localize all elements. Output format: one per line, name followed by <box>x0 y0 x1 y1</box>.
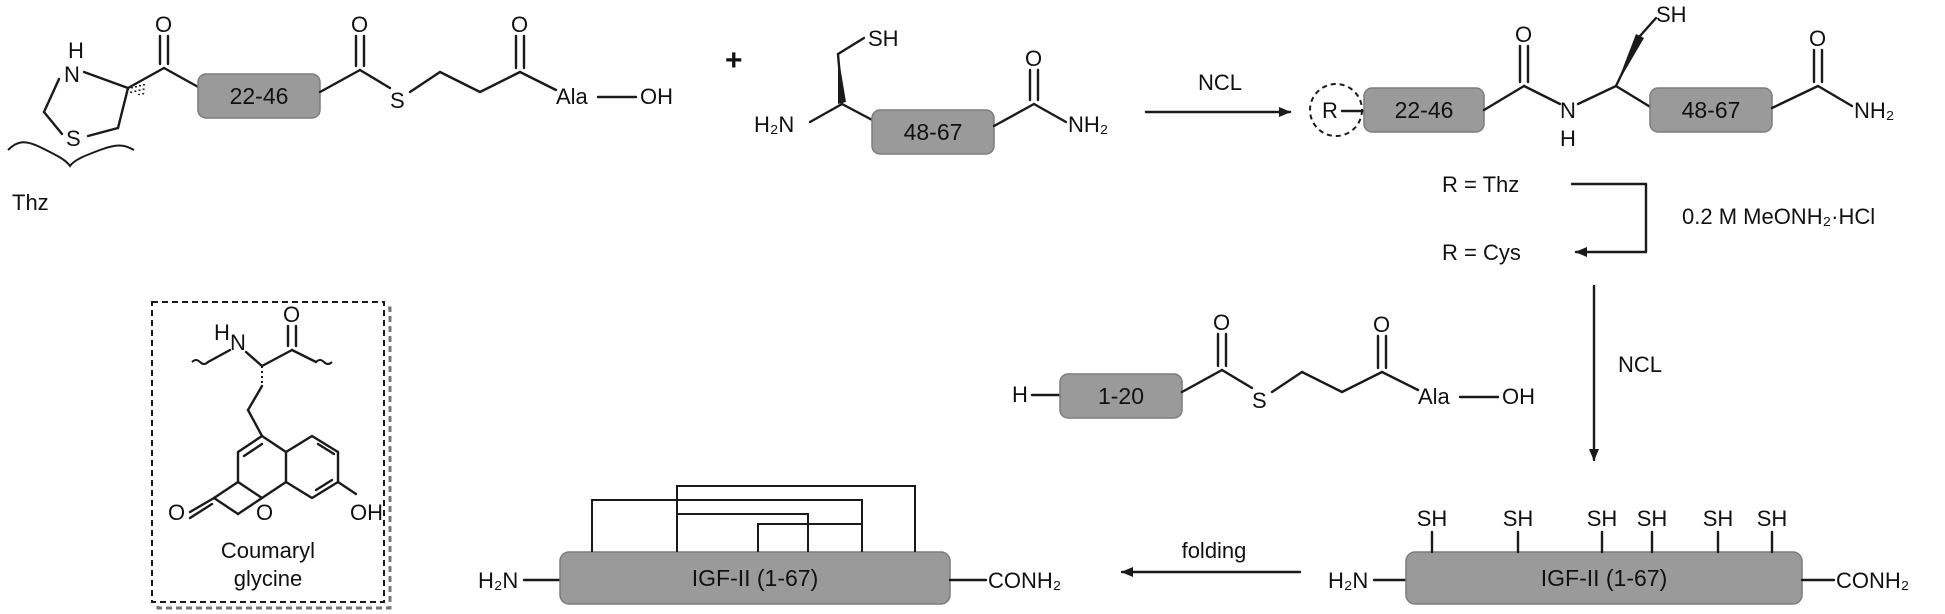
product-amide-h: H <box>1560 126 1576 151</box>
plus-sign: + <box>725 44 743 77</box>
coumaryl-ring-o: O <box>256 500 273 525</box>
r-group-label: R <box>1322 98 1338 123</box>
thz-label: Thz <box>12 190 49 215</box>
product-sh: SH <box>1656 2 1687 27</box>
thz-ring-s: S <box>66 126 81 151</box>
methoxyamine-reagent: 0.2 M MeONH₂·HCl <box>1682 204 1875 229</box>
product-22-46-label: 22-46 <box>1395 97 1454 123</box>
fragment-1-20-h: H <box>1012 382 1028 407</box>
ligation-product: R 22-46 O N H SH 48-67 O NH₂ <box>1309 2 1894 151</box>
fragment-1-20-o2: O <box>1373 312 1390 337</box>
cys-sh: SH <box>868 26 899 51</box>
product-amide-o: O <box>1515 22 1532 47</box>
fragment-1-20-oh: OH <box>1502 384 1535 409</box>
sh-label-3: SH <box>1587 506 1618 531</box>
product-nh2: NH₂ <box>1854 98 1894 123</box>
cys-peptide-fragment: SH H₂N 48-67 O NH₂ <box>754 26 1108 155</box>
segment-1-20-box <box>1059 373 1183 419</box>
product-48-67-label: 48-67 <box>1682 97 1741 123</box>
sh-label-2: SH <box>1503 506 1534 531</box>
fragment-1-20-thioester: H 1-20 O S O Ala OH <box>1012 310 1535 419</box>
thz-brace <box>7 141 135 168</box>
cys-nh2: NH₂ <box>1068 112 1108 137</box>
folded-conh2: CONH₂ <box>988 568 1061 593</box>
thz-ring-n: N <box>64 62 80 87</box>
ncl-arrow-2-label: NCL <box>1618 352 1662 377</box>
ala-carbonyl-o: O <box>511 12 528 37</box>
coumaryl-name-line1: Coumaryl <box>221 538 315 563</box>
sh-label-5: SH <box>1703 506 1734 531</box>
disulfide-bridges <box>591 485 916 552</box>
thioester-s: S <box>390 88 405 113</box>
thz-ring-h: H <box>68 38 84 63</box>
unfolded-igf2: H₂N IGF-II (1-67) CONH₂ SH SH SH SH SH S… <box>1328 506 1909 605</box>
segment-22-46-box <box>197 73 321 119</box>
cys-c-term-o: O <box>1025 46 1042 71</box>
coumaryl-glycine-inset: N H O O O OH Coumaryl glycine <box>151 301 392 610</box>
product-48-67-box <box>1649 87 1773 133</box>
unfolded-igf2-label: IGF-II (1-67) <box>1541 565 1668 591</box>
segment-48-67-label: 48-67 <box>904 119 963 145</box>
unfolded-igf2-box <box>1405 551 1803 605</box>
cys-h2n: H₂N <box>754 112 794 137</box>
fragment-1-20-ala: Ala <box>1418 384 1451 409</box>
unfolded-sh-groups: SH SH SH SH SH SH <box>1417 506 1788 554</box>
product-amide-n: N <box>1560 98 1576 123</box>
inset-frame <box>151 301 385 603</box>
deprotection-arrow <box>1570 182 1648 257</box>
coumaryl-nh-n: N <box>230 330 246 355</box>
folded-igf2-box <box>559 551 951 605</box>
sh-label-6: SH <box>1757 506 1788 531</box>
folded-igf2: H₂N IGF-II (1-67) CONH₂ <box>478 485 1061 605</box>
thz-carbonyl-o: O <box>155 12 172 37</box>
ala-oh: OH <box>640 84 673 109</box>
folded-h2n: H₂N <box>478 568 518 593</box>
segment-1-20-label: 1-20 <box>1098 383 1144 409</box>
folded-igf2-label: IGF-II (1-67) <box>692 565 819 591</box>
coumaryl-oh: OH <box>350 500 383 525</box>
product-c-term-o: O <box>1809 26 1826 51</box>
r-equals-thz: R = Thz <box>1442 172 1519 197</box>
fragment-1-20-s: S <box>1252 388 1267 413</box>
fragment-1-20-o1: O <box>1213 310 1230 335</box>
thioester-o: O <box>351 12 368 37</box>
unfolded-conh2: CONH₂ <box>1836 568 1909 593</box>
sh-label-1: SH <box>1417 506 1448 531</box>
segment-48-67-box <box>871 109 995 155</box>
coumaryl-name-line2: glycine <box>234 566 302 591</box>
coumaryl-lactone-o: O <box>168 500 185 525</box>
coumaryl-nh-h: H <box>214 320 230 345</box>
unfolded-h2n: H₂N <box>1328 568 1368 593</box>
r-equals-cys: R = Cys <box>1442 240 1521 265</box>
thz-peptide-thioester: O N H S Thz 22-46 O S O Ala OH <box>7 12 673 215</box>
ncl-arrow-1-label: NCL <box>1198 70 1242 95</box>
coumaryl-carbonyl-o: O <box>283 302 300 327</box>
segment-22-46-label: 22-46 <box>230 83 289 109</box>
sh-label-4: SH <box>1637 506 1668 531</box>
ala-label: Ala <box>556 84 589 109</box>
folding-arrow-label: folding <box>1182 538 1247 563</box>
